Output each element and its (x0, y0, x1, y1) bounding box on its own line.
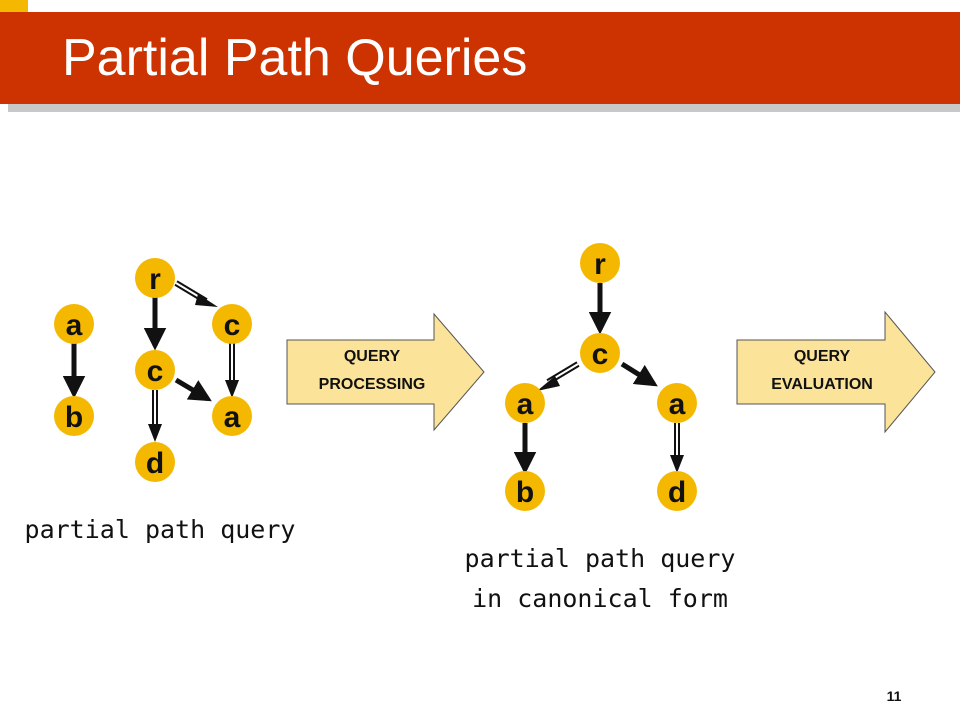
title-bar (0, 12, 960, 104)
query-evaluation-line1: QUERY (794, 348, 851, 365)
node-left-c-top: c (212, 304, 252, 344)
node-left-b: b (54, 396, 94, 436)
slide-title: Partial Path Queries (62, 29, 528, 87)
svg-text:c: c (224, 309, 241, 342)
page-number: 11 (886, 688, 902, 704)
query-evaluation-line2: EVALUATION (771, 376, 873, 393)
edge-c-top-a-right-descendant (225, 343, 239, 398)
svg-text:d: d (146, 447, 164, 480)
canonical-caption-line1: partial path query (464, 544, 736, 573)
svg-text:a: a (669, 388, 686, 421)
edge-canon-a-d-descendant (670, 423, 684, 473)
svg-text:a: a (66, 309, 83, 342)
svg-text:c: c (147, 355, 164, 388)
svg-text:c: c (592, 338, 609, 371)
node-canon-r: r (580, 243, 620, 283)
svg-text:a: a (517, 388, 534, 421)
node-canon-b: b (505, 471, 545, 511)
query-processing-arrow: QUERY PROCESSING (286, 312, 485, 432)
svg-text:r: r (149, 263, 161, 296)
title-bar-shadow (8, 104, 960, 112)
svg-text:a: a (224, 401, 241, 434)
node-left-c-mid: c (135, 350, 175, 390)
node-canon-a-right: a (657, 383, 697, 423)
node-left-a-right: a (212, 396, 252, 436)
svg-text:b: b (516, 476, 534, 509)
node-left-a: a (54, 304, 94, 344)
svg-text:d: d (668, 476, 686, 509)
node-canon-d: d (657, 471, 697, 511)
node-canon-a-left: a (505, 383, 545, 423)
edge-c-mid-a-right (174, 377, 212, 402)
query-processing-line1: QUERY (344, 348, 401, 365)
edge-r-c-top-descendant (174, 280, 218, 307)
node-left-r: r (135, 258, 175, 298)
node-left-d: d (135, 442, 175, 482)
svg-text:b: b (65, 401, 83, 434)
left-query-caption: partial path query (24, 515, 296, 544)
node-canon-c: c (580, 333, 620, 373)
query-processing-line2: PROCESSING (319, 376, 426, 393)
query-evaluation-arrow: QUERY EVALUATION (736, 310, 936, 434)
edge-c-mid-d-descendant (148, 390, 162, 442)
edge-canon-c-a-right (620, 361, 658, 387)
svg-text:r: r (594, 248, 606, 281)
edge-canon-c-a-left-descendant (537, 361, 580, 391)
canonical-caption-line2: in canonical form (472, 584, 728, 613)
